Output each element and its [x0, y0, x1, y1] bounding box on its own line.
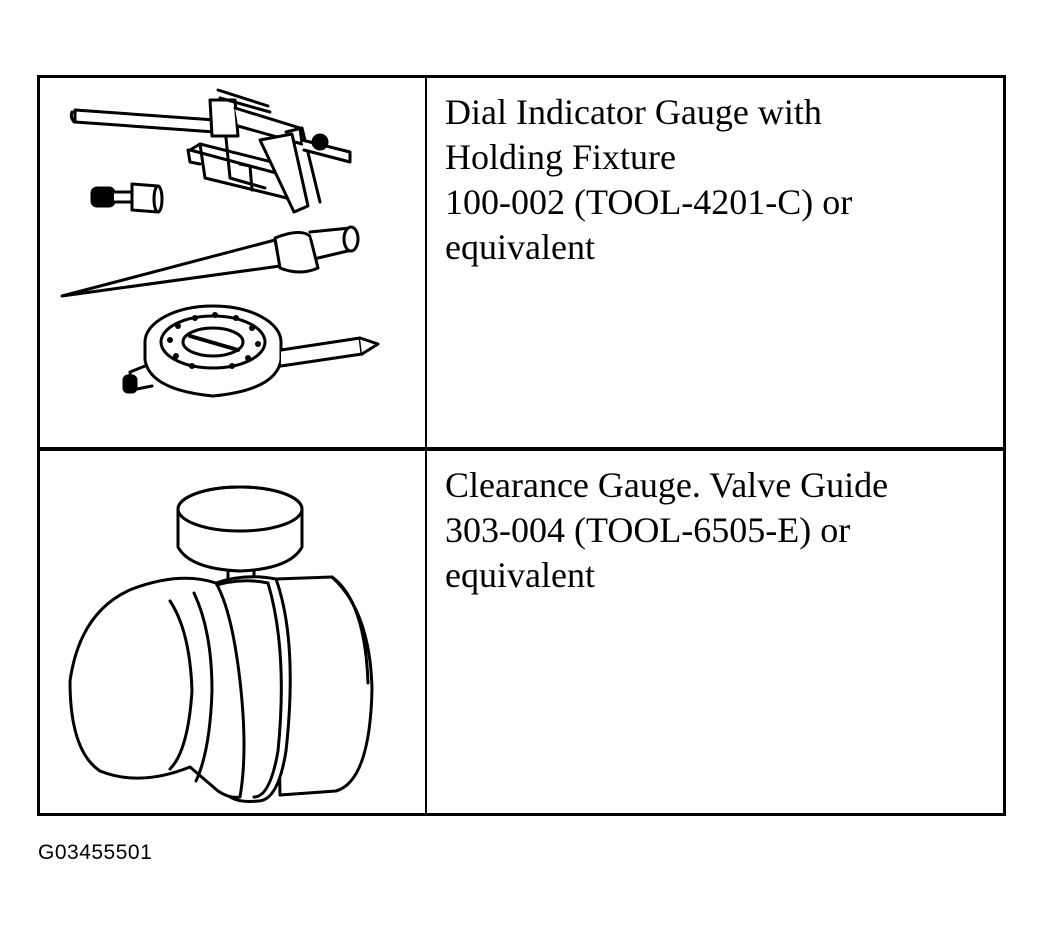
tool-equivalent-note: equivalent: [445, 227, 595, 267]
dial-indicator-illustration-icon: [40, 78, 425, 448]
tool-row-dial-indicator: Dial Indicator Gauge with Holding Fixtur…: [40, 78, 1003, 448]
row-divider: [40, 447, 1003, 451]
tool-description: Dial Indicator Gauge with Holding Fixtur…: [445, 90, 1000, 270]
tool-equivalent-note: equivalent: [445, 555, 595, 595]
tool-name-line-1: Dial Indicator Gauge with: [445, 92, 822, 132]
tool-table: Dial Indicator Gauge with Holding Fixtur…: [37, 75, 1006, 816]
column-divider: [425, 78, 427, 813]
tool-name-line-2: Holding Fixture: [445, 137, 676, 177]
tool-name-line-1: Clearance Gauge. Valve Guide: [445, 465, 889, 505]
clearance-gauge-illustration-icon: [40, 451, 425, 813]
tool-description: Clearance Gauge. Valve Guide 303-004 (TO…: [445, 463, 1000, 598]
figure-reference-code: G03455501: [38, 841, 153, 864]
tool-part-number: 303-004 (TOOL-6505-E) or: [445, 510, 851, 550]
tool-row-clearance-gauge: Clearance Gauge. Valve Guide 303-004 (TO…: [40, 451, 1003, 813]
tool-part-number: 100-002 (TOOL-4201-C) or: [445, 182, 853, 222]
